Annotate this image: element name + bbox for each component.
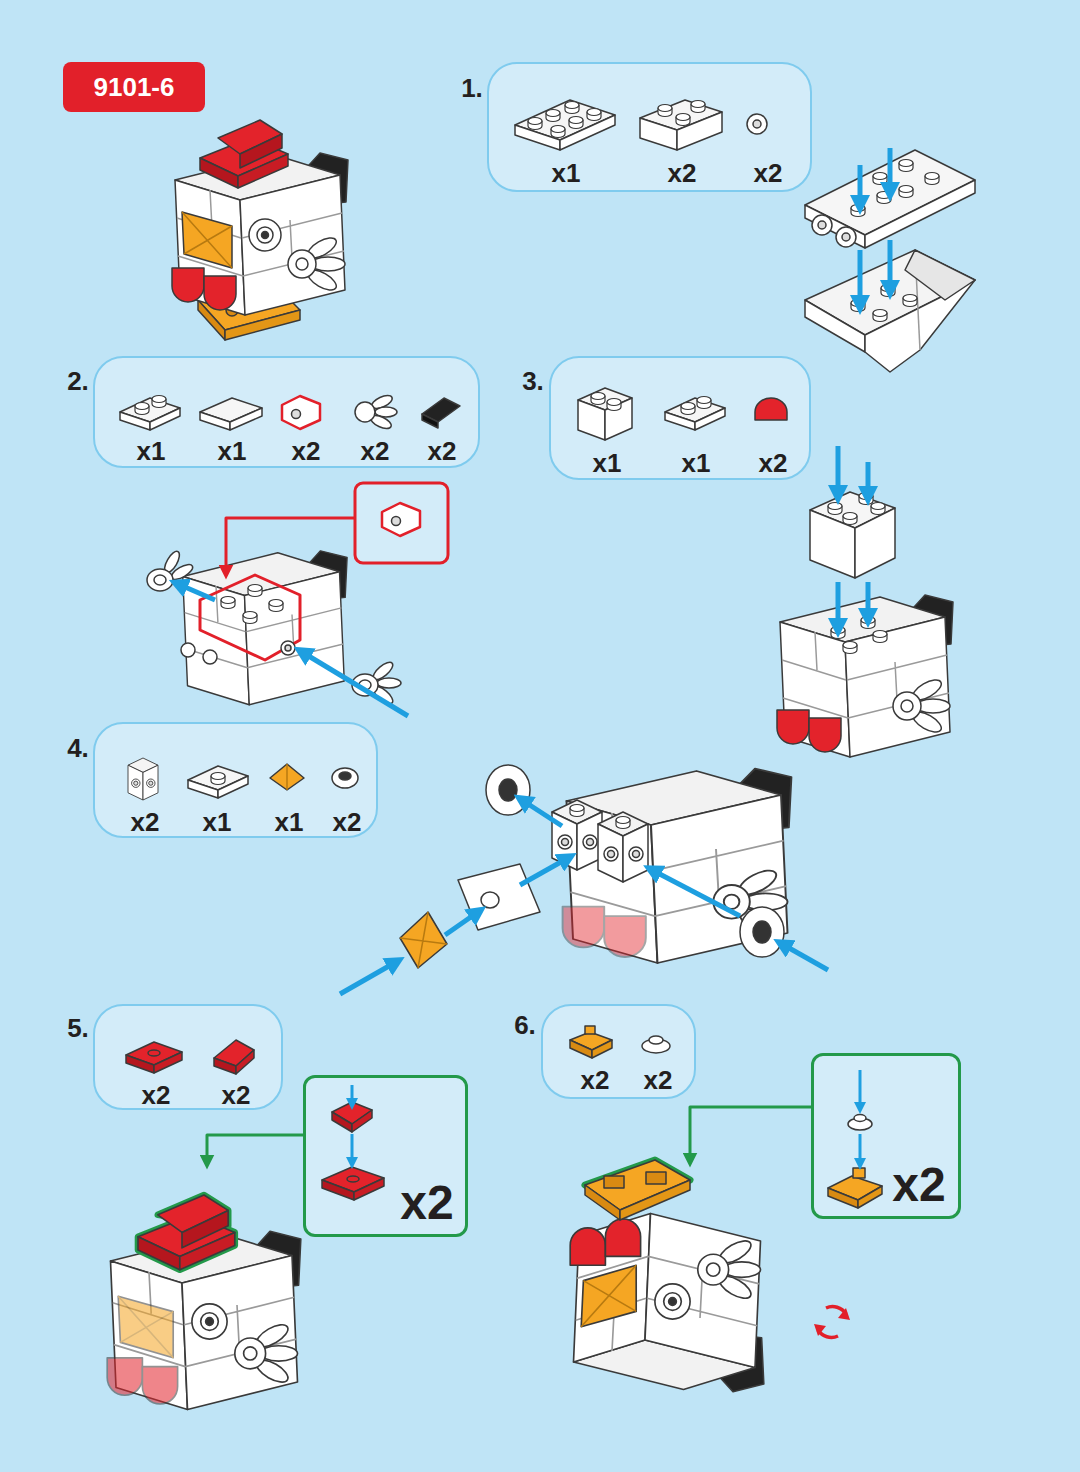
quantity-label: x2: [142, 1082, 171, 1108]
step-number: 3.: [522, 368, 544, 394]
quantity-label: x1: [593, 450, 622, 476]
parts-panel: 5.x2x2: [93, 1004, 283, 1110]
parts-panel: 3.x1x1x2: [549, 356, 811, 480]
step2-assembly: [147, 483, 448, 716]
parts-panel: 1.x1x2x2: [487, 62, 812, 192]
quantity-label: x2: [668, 160, 697, 186]
quantity-label: x1: [275, 809, 304, 835]
quantity-label: x1: [552, 160, 581, 186]
quantity-label: x2: [581, 1067, 610, 1093]
model-number-badge: 9101-6: [63, 62, 205, 112]
quantity-label: x1: [137, 438, 166, 464]
step-number: 4.: [67, 735, 89, 761]
step3-assembly: [777, 446, 953, 757]
parts-panel: 2.x1x1x2x2x2: [93, 356, 480, 468]
step-number: 2.: [67, 368, 89, 394]
quantity-label: x2: [131, 809, 160, 835]
quantity-label: x2: [361, 438, 390, 464]
step-number: 5.: [67, 1015, 89, 1041]
quantity-label: x2: [292, 438, 321, 464]
callout-box: x2: [811, 1053, 961, 1219]
rotate-symbol: [814, 1307, 850, 1338]
quantity-label: x2: [400, 1179, 453, 1227]
quantity-label: x2: [222, 1082, 251, 1108]
quantity-label: x2: [754, 160, 783, 186]
quantity-label: x1: [682, 450, 711, 476]
quantity-label: x2: [644, 1067, 673, 1093]
step-number: 1.: [461, 75, 483, 101]
quantity-label: x1: [203, 809, 232, 835]
step-number: 6.: [514, 1012, 536, 1038]
step6-assembly: [570, 1107, 811, 1392]
finished-model: [172, 120, 348, 340]
quantity-label: x1: [218, 438, 247, 464]
quantity-label: x2: [333, 809, 362, 835]
parts-panel: 6.x2x2: [541, 1004, 696, 1099]
quantity-label: x2: [892, 1161, 945, 1209]
callout-box: x2: [303, 1075, 468, 1237]
quantity-label: x2: [428, 438, 457, 464]
step5-assembly: [107, 1135, 303, 1410]
step1-assembly: [805, 148, 975, 372]
model-number: 9101-6: [94, 72, 175, 103]
step4-assembly: [340, 765, 828, 994]
parts-panel: 4.x2x1x1x2: [93, 722, 378, 838]
quantity-label: x2: [759, 450, 788, 476]
